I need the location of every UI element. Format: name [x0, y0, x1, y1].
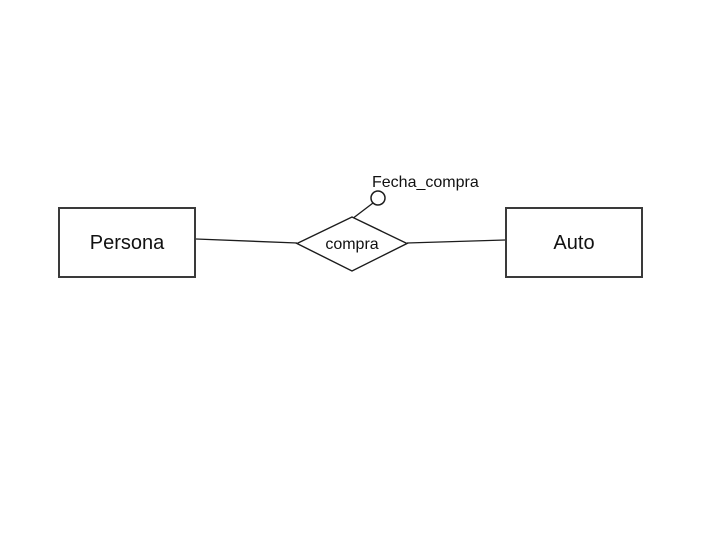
connector-compra-attribute: [351, 202, 374, 220]
entity-auto: Auto: [505, 207, 643, 278]
connector-persona-compra: [195, 238, 298, 244]
entity-persona: Persona: [58, 207, 196, 278]
entity-auto-label: Auto: [553, 231, 595, 254]
connector-compra-auto: [406, 239, 506, 244]
entity-persona-label: Persona: [89, 231, 165, 254]
attribute-label: Fecha_compra: [372, 174, 479, 191]
relationship-label: compra: [325, 236, 379, 253]
relationship-diamond: [295, 216, 409, 272]
attribute-circle: [370, 190, 386, 206]
